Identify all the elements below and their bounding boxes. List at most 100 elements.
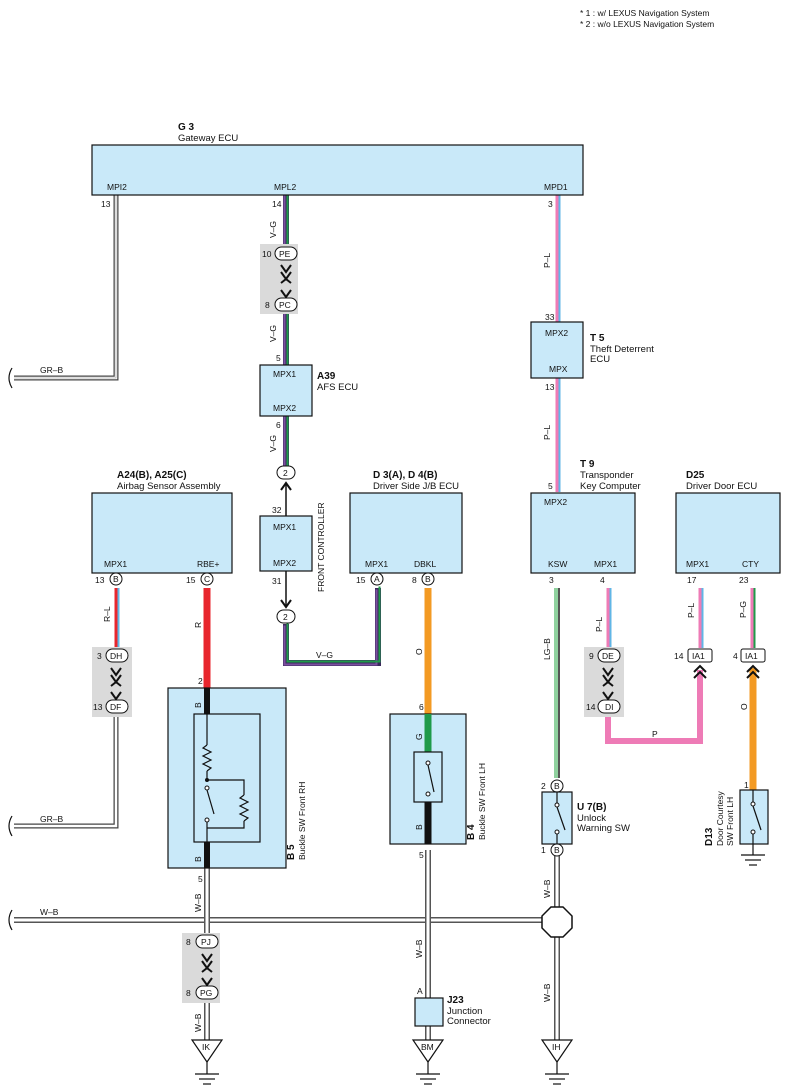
- connector-ia1-b-label: IA1: [745, 651, 758, 661]
- connector-di-no: 14: [586, 702, 596, 712]
- connector-pg-no: 8: [186, 988, 191, 998]
- door-courtesy-name-1: Door Courtesy: [715, 790, 725, 846]
- buckle-rh-code: B 5: [286, 844, 297, 860]
- connector-dh-no: 3: [97, 651, 102, 661]
- airbag-name: Airbag Sensor Assembly: [117, 481, 221, 492]
- transponder-pin-top: MPX2: [544, 497, 567, 507]
- wire-label-v-g-1: V–G: [268, 221, 278, 238]
- connector-de-no: 9: [589, 651, 594, 661]
- buckle-lh-code: B 4: [466, 824, 477, 840]
- buckle-rh-pin-bottom: 5: [198, 874, 203, 884]
- gateway-code: G 3: [178, 122, 195, 133]
- driver-jb-ecu-box: [349, 492, 463, 574]
- buckle-lh-pin-bottom: 5: [419, 850, 424, 860]
- junction-box: [414, 997, 444, 1027]
- airbag-pin1-conn: B: [113, 574, 119, 584]
- theft-ecu-box: [530, 321, 584, 379]
- airbag-code: A24(B), A25(C): [117, 470, 187, 481]
- ground-bm-label: BM: [421, 1042, 434, 1052]
- connector-ia1-a-no: 14: [674, 651, 684, 661]
- driver-jb-pin-mpx1: MPX1: [365, 559, 388, 569]
- transponder-pin-ksw: KSW: [548, 559, 567, 569]
- wire-label-p-l-3: P–L: [594, 617, 604, 632]
- front-controller-pin-top: MPX1: [273, 522, 296, 532]
- connector-de-label: DE: [602, 651, 614, 661]
- driver-jb-code: D 3(A), D 4(B): [373, 470, 437, 481]
- wire-label-p-g: P–G: [738, 601, 748, 618]
- airbag-pin2-no: 15: [186, 575, 196, 585]
- wire-w-b-verticals: [204, 850, 560, 1040]
- wire-label-p-l-1: P–L: [542, 253, 552, 268]
- unlock-code: U 7(B): [577, 802, 606, 813]
- connector-ia1-b-no: 4: [733, 651, 738, 661]
- wire-label-r-l: R–L: [102, 606, 112, 622]
- wire-r-l: [114, 588, 120, 648]
- afs-pin-bottom: MPX2: [273, 403, 296, 413]
- airbag-pin2-conn: C: [204, 574, 210, 584]
- gateway-pin-mpl2: MPL2: [274, 182, 296, 192]
- wire-p-g: [750, 588, 756, 648]
- theft-name-2: ECU: [590, 354, 610, 365]
- connector-pe-pc: 10 PE 8 PC: [260, 244, 298, 314]
- chevron-up-icon: [693, 664, 707, 679]
- wire-w-b-main: [8, 909, 545, 931]
- door-courtesy-box: [739, 789, 769, 845]
- gateway-pin-no-13: 13: [101, 199, 111, 209]
- connector-pj-label: PJ: [201, 937, 211, 947]
- transponder-pin-mpx1: MPX1: [594, 559, 617, 569]
- splice-top-label: 2: [283, 468, 288, 478]
- driver-door-pin1-no: 17: [687, 575, 697, 585]
- front-controller-pin-bottom-no: 31: [272, 576, 282, 586]
- connector-de-di: 9 DE 14 DI: [584, 647, 624, 717]
- switch-icon: [556, 806, 566, 831]
- unlock-pin-top-no: 2: [541, 781, 546, 791]
- ground-icon: [195, 1073, 219, 1085]
- wire-label-v-g-2: V–G: [268, 325, 278, 342]
- wire-label-b-3: B: [414, 824, 424, 830]
- connector-ia1-b: 4 IA1: [733, 648, 766, 679]
- afs-ecu-box: [259, 364, 313, 417]
- chevron-down-icon: [280, 599, 292, 609]
- connector-pc-no: 8: [265, 300, 270, 310]
- connector-pj-no: 8: [186, 937, 191, 947]
- wire-p: [605, 670, 703, 744]
- airbag-pin-mpx1: MPX1: [104, 559, 127, 569]
- buckle-lh-name: Buckle SW Front LH: [477, 763, 487, 840]
- note-2: * 2 : w/o LEXUS Navigation System: [580, 19, 714, 29]
- buckle-rh-box: [167, 687, 287, 869]
- theft-pin-top-no: 33: [545, 312, 555, 322]
- connector-df-no: 13: [93, 702, 103, 712]
- wire-v-g-3: [283, 586, 381, 666]
- chevron-mate-icon: [602, 680, 614, 701]
- unlock-name-1: Unlock: [577, 813, 606, 824]
- front-controller-box: [259, 515, 313, 572]
- junction-name-1: Junction: [447, 1006, 482, 1017]
- connector-di-label: DI: [605, 702, 614, 712]
- wire-break-icon: [8, 909, 13, 931]
- wire-label-p: P: [652, 729, 658, 739]
- chevron-up-icon: [746, 664, 760, 679]
- connector-dh-label: DH: [110, 651, 122, 661]
- junction-connector-j23: A J23 Junction Connector: [414, 986, 491, 1027]
- front-controller-splice-top: 2: [276, 465, 296, 516]
- unlock-name-2: Warning SW: [577, 823, 630, 834]
- driver-door-pin-mpx1: MPX1: [686, 559, 709, 569]
- gateway-pin-mpi2: MPI2: [107, 182, 127, 192]
- wire-label-w-b-main: W–B: [40, 907, 59, 917]
- chevron-mate-icon: [110, 680, 122, 701]
- connector-pc-label: PC: [279, 300, 291, 310]
- theft-name-1: Theft Deterrent: [590, 344, 654, 355]
- door-courtesy-sw: 1 D13 Door Courtesy SW Front LH: [704, 780, 769, 866]
- wire-v-g-2: [283, 416, 289, 466]
- resistor-icon: [238, 794, 250, 822]
- ground-ik: IK: [190, 1039, 224, 1085]
- wire-label-w-b-5: W–B: [193, 1013, 203, 1032]
- wire-label-w-b-2: W–B: [542, 879, 552, 898]
- wire-label-o-2: O: [739, 703, 749, 710]
- front-controller-splice-bottom: 2: [276, 571, 296, 624]
- theft-code: T 5: [590, 333, 605, 344]
- ground-ih: IH: [540, 1039, 574, 1085]
- wire-break-icon: [8, 815, 13, 837]
- wire-gr-b-top: [8, 195, 119, 389]
- driver-jb-pin2-no: 8: [412, 575, 417, 585]
